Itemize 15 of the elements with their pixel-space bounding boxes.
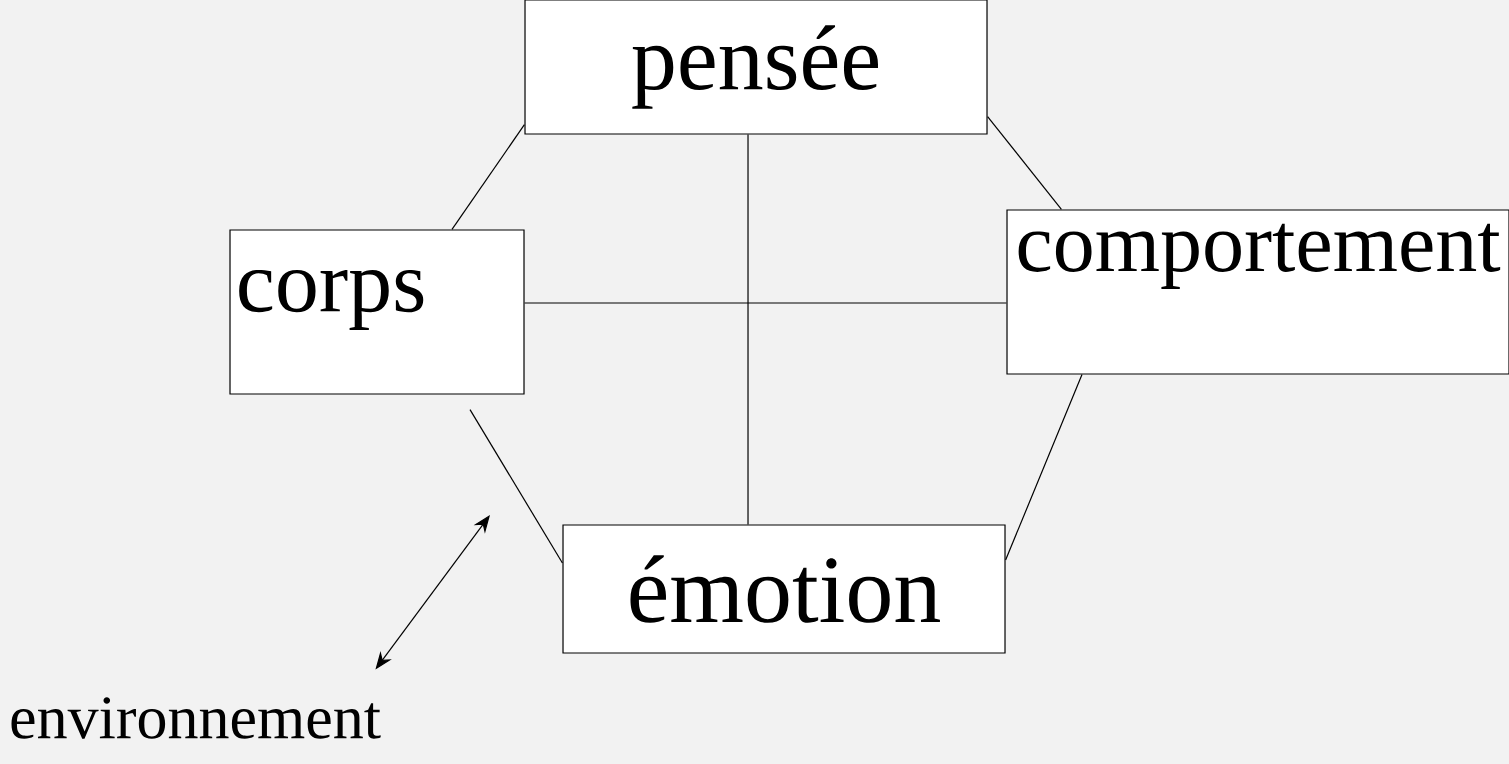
connector-line [987, 116, 1062, 210]
connector-line [469, 409, 563, 564]
connector-line [747, 134, 749, 525]
connector-line [1005, 374, 1083, 561]
connector-line [451, 124, 525, 230]
node-label: corps [239, 269, 424, 331]
connector-line [524, 302, 1007, 304]
node-label: émotion [630, 555, 940, 623]
concept-box [229, 229, 525, 395]
node-label: pensée [632, 25, 878, 109]
node-label: comportement [1018, 223, 1501, 289]
concept-box [562, 524, 1006, 654]
concept-box [1006, 209, 1509, 375]
node-text: environnement [11, 697, 381, 739]
concept-box [524, 0, 988, 135]
